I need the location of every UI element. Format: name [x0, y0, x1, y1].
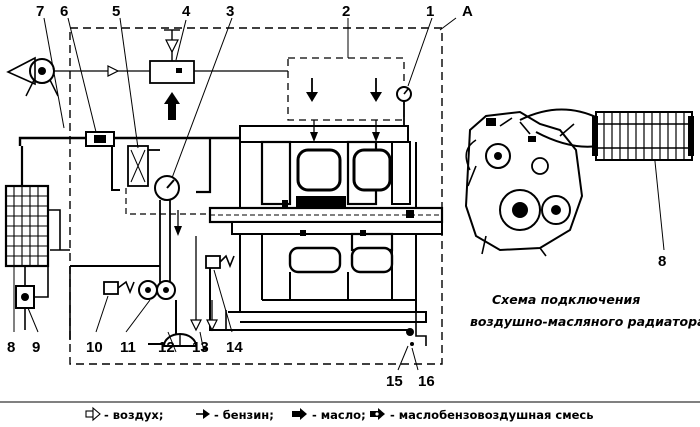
callout-10: 10	[86, 339, 103, 356]
leader-lines	[13, 17, 665, 371]
legend: - воздух; - бензин; - масло; - маслобенз…	[85, 406, 594, 422]
legend-oil-icon	[292, 408, 307, 420]
oil-arrow-up	[164, 92, 180, 104]
intake-arrows	[306, 78, 382, 142]
callout-14: 14	[226, 339, 243, 356]
legend-fuel: - бензин;	[214, 408, 274, 422]
oil-radiator-right	[592, 111, 694, 161]
legend-air-icon	[85, 406, 101, 422]
callout-16: 16	[418, 373, 435, 390]
callout-4: 4	[182, 3, 191, 20]
oil-pump	[138, 280, 176, 300]
oil-filter	[85, 131, 115, 147]
callout-3: 3	[226, 3, 234, 20]
callout-12: 12	[158, 339, 175, 356]
legend-mix: - маслобензовоздушная смесь	[390, 408, 594, 422]
engine-block	[208, 125, 444, 313]
callout-15: 15	[386, 373, 403, 390]
carb-inlet-dot	[176, 68, 182, 73]
temp-sensor	[406, 328, 414, 346]
callout-5: 5	[112, 3, 120, 20]
oil-radiator	[4, 184, 50, 268]
oil-pressure-gauge	[396, 86, 412, 126]
legend-oil: - масло;	[312, 408, 366, 422]
legend-fuel-icon	[196, 409, 210, 419]
callout-7: 7	[36, 3, 44, 20]
engine-illustration	[464, 110, 584, 257]
callout-6: 6	[60, 3, 68, 20]
thermo-valve	[15, 266, 49, 330]
heat-exchanger	[127, 145, 149, 187]
callout-a: А	[462, 3, 473, 20]
caption-line-1: Схема подключения	[492, 292, 640, 307]
caption-line-2: воздушно-масляного радиатора	[470, 314, 700, 329]
callout-1: 1	[426, 3, 434, 20]
engine-boundary-dashed	[69, 27, 443, 365]
pressure-valve	[154, 175, 182, 290]
callout-13: 13	[192, 339, 209, 356]
cylinder-head-region	[287, 57, 405, 121]
main-oil-line-top	[18, 136, 260, 146]
callout-8-right: 8	[658, 253, 666, 270]
reducing-valve-14	[205, 254, 235, 269]
air-arrow	[107, 65, 120, 77]
reducing-valve-10	[103, 280, 135, 295]
callout-9: 9	[32, 339, 40, 356]
legend-air: - воздух;	[104, 408, 163, 422]
callout-2: 2	[342, 3, 350, 20]
callout-11: 11	[120, 339, 136, 356]
return-line-dashed	[125, 188, 210, 215]
callout-8-left: 8	[7, 339, 15, 356]
carburetor	[149, 29, 195, 120]
drain-arrows	[190, 236, 218, 350]
legend-mix-icon	[370, 408, 385, 420]
